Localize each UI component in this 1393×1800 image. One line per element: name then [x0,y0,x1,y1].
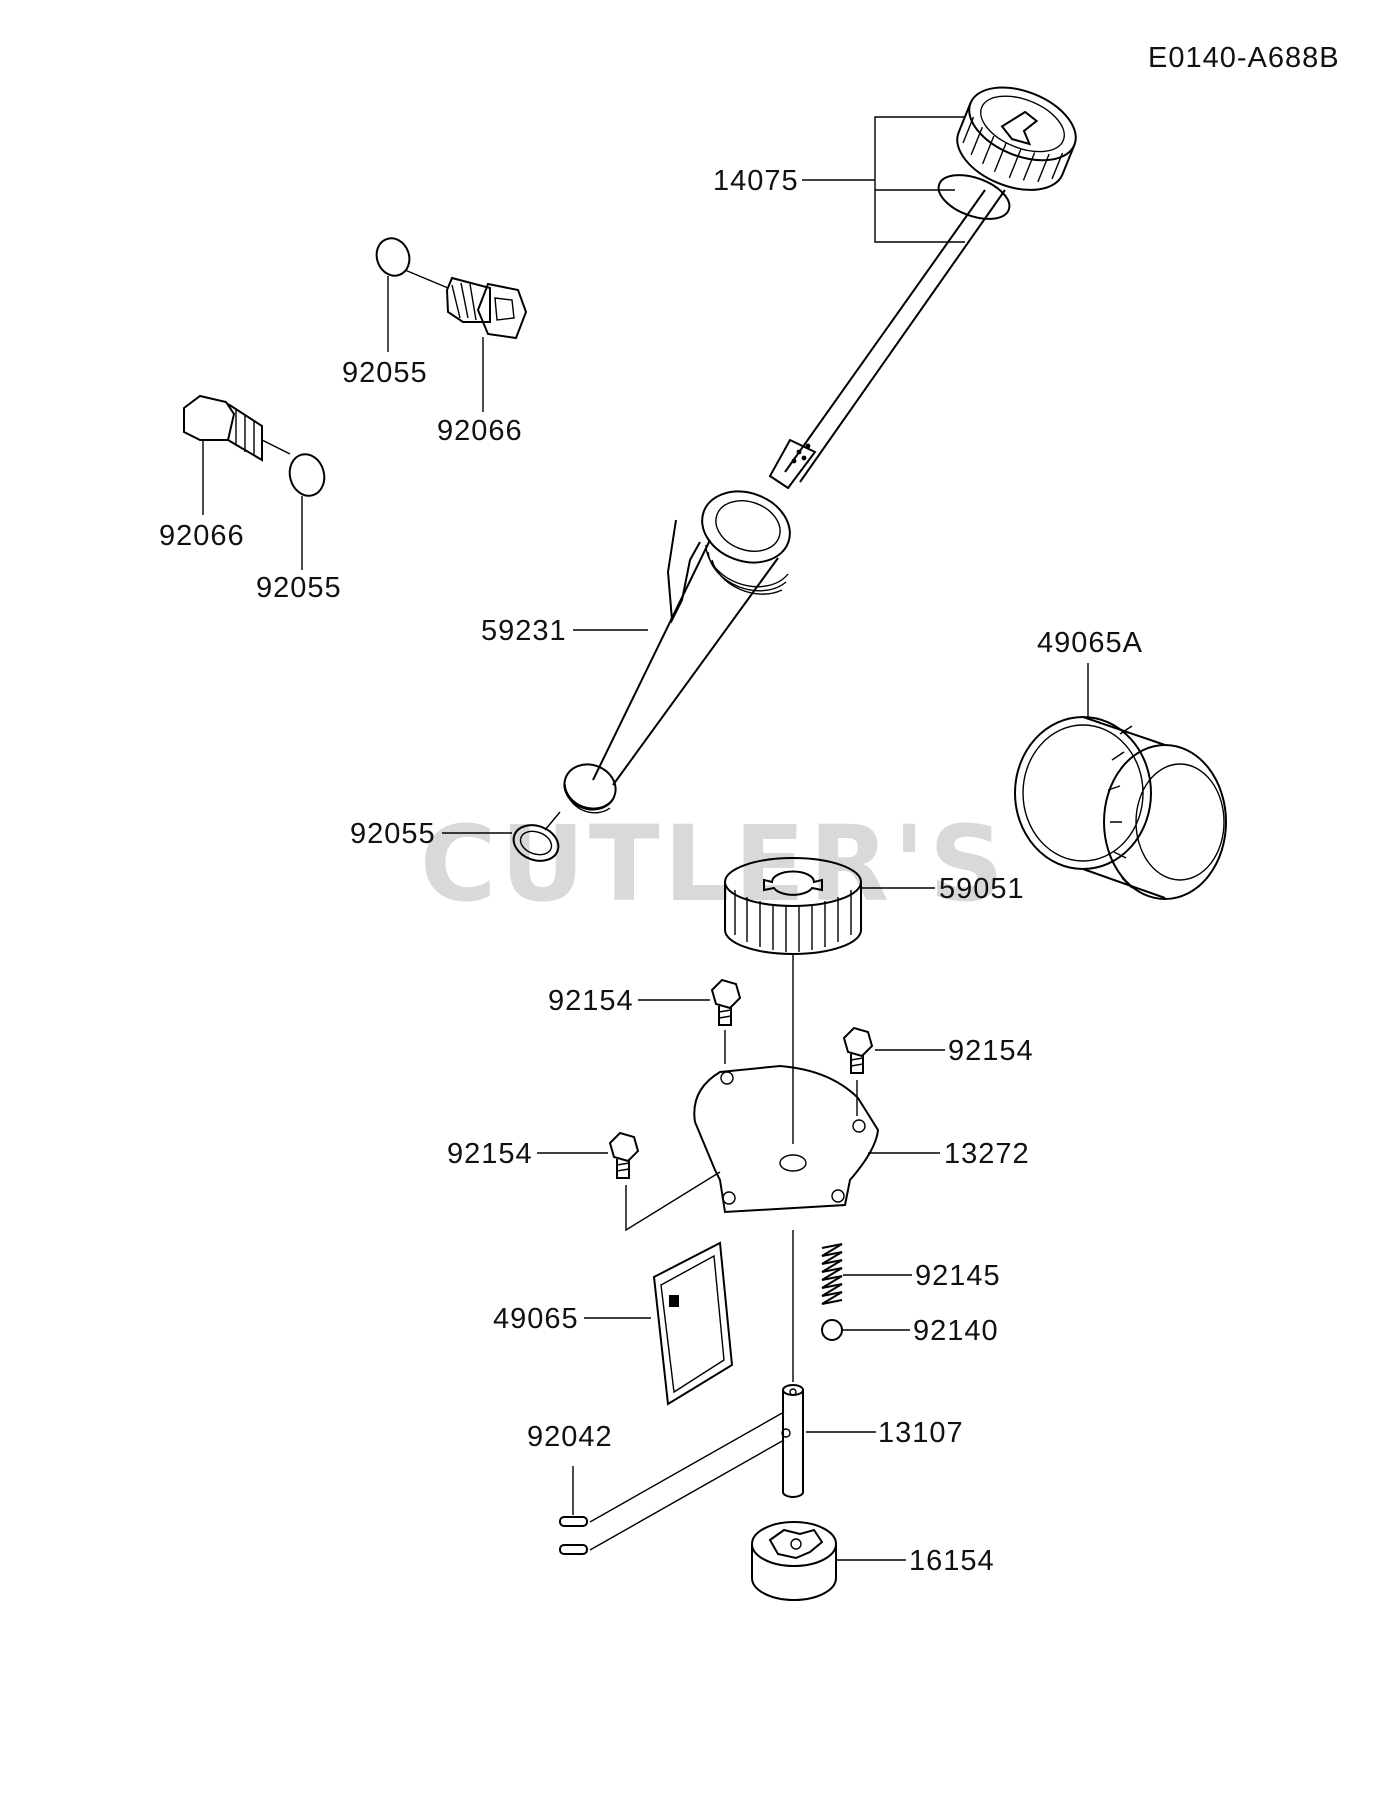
label-49065A: 49065A [1037,627,1143,659]
callout-14075: 14075 [713,116,965,243]
oil-filter-49065A[interactable] [1014,716,1227,900]
callout-92066-lower: 92066 [159,440,245,552]
label-14075: 14075 [713,165,799,197]
callout-59051: 59051 [792,873,1025,1144]
label-13272: 13272 [944,1138,1030,1170]
callout-92055-lower: 92055 [256,496,342,604]
gear-59051[interactable] [724,857,862,955]
label-92042: 92042 [527,1421,613,1453]
callout-49065A: 49065A [1037,627,1143,719]
spring-92145[interactable] [821,1243,843,1305]
label-59051: 59051 [939,873,1025,905]
callout-92145: 92145 [843,1260,1001,1292]
label-92066-b: 92066 [159,520,245,552]
callout-92066-upper: 92066 [437,337,523,447]
bolt-92154-a[interactable] [710,978,742,1026]
label-92145: 92145 [915,1260,1001,1292]
label-92055-c: 92055 [350,818,436,850]
callout-49065: 49065 [493,1303,651,1335]
label-92055-a: 92055 [342,357,428,389]
label-49065: 49065 [493,1303,579,1335]
callout-13272: 13272 [868,1138,1030,1170]
oring-92055-pipe[interactable] [509,811,564,867]
bolt-92154-c[interactable] [608,1131,640,1179]
drain-plug-92066-upper[interactable] [404,269,528,340]
callout-16154: 16154 [836,1545,995,1577]
rotor-16154[interactable] [751,1521,837,1601]
ball-92140[interactable] [821,1319,843,1341]
diagram-code: E0140-A688B [1148,42,1340,74]
oil-gauge-14075[interactable] [768,73,1086,490]
callout-13107: 13107 [806,1417,964,1449]
callout-92042: 92042 [527,1421,613,1515]
label-92055-b: 92055 [256,572,342,604]
callout-92154-c: 92154 [447,1138,721,1232]
oring-92055-upper[interactable] [371,234,414,281]
oring-92055-lower[interactable] [285,450,329,499]
callout-92154-a: 92154 [548,985,726,1064]
callout-92055-pipe: 92055 [350,818,512,850]
callout-92154-b: 92154 [856,1035,1034,1116]
label-92154-a: 92154 [548,985,634,1017]
label-92154-c: 92154 [447,1138,533,1170]
oil-screen-49065[interactable] [652,1241,734,1406]
label-92154-b: 92154 [948,1035,1034,1067]
shaft-13107[interactable] [781,1384,804,1498]
label-92066-a: 92066 [437,415,523,447]
pins-92042[interactable] [559,1411,785,1555]
drain-plug-92066-lower[interactable] [183,394,291,462]
watermark-text: CUTLER'S [420,803,1008,925]
callout-92140: 92140 [843,1315,999,1347]
filler-pipe-59231[interactable] [558,480,800,817]
callout-59231: 59231 [481,615,648,647]
label-16154: 16154 [909,1545,995,1577]
callout-92055-upper: 92055 [342,276,428,389]
label-59231: 59231 [481,615,567,647]
cover-plate-13272[interactable] [693,1064,880,1214]
bolt-92154-b[interactable] [842,1026,874,1074]
label-92140: 92140 [913,1315,999,1347]
label-13107: 13107 [878,1417,964,1449]
